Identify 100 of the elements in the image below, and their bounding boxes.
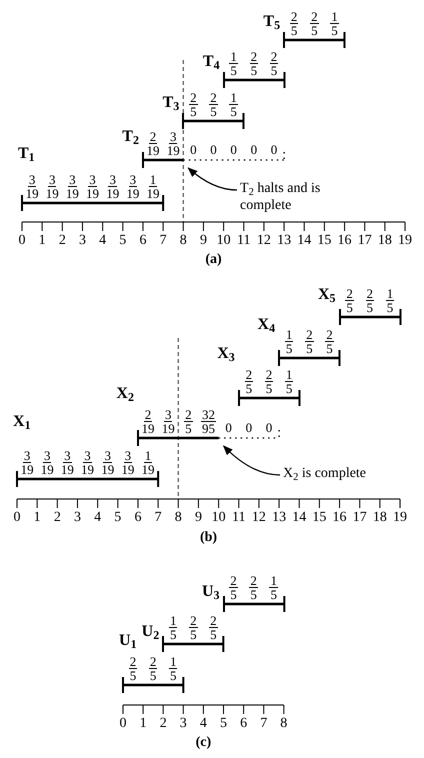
denominator: 19 xyxy=(46,187,59,200)
interval-name: T$_{2}$ xyxy=(121,128,139,146)
denominator: 5 xyxy=(210,628,217,641)
panel-caption: (c) xyxy=(194,735,212,751)
numerator: 2 xyxy=(325,328,334,342)
numerator: 1 xyxy=(269,574,278,588)
tick-label: 4 xyxy=(98,233,108,249)
numerator: 2 xyxy=(366,287,374,301)
denominator: 5 xyxy=(286,342,292,355)
denominator: 19 xyxy=(126,187,140,200)
numerator: 3 xyxy=(103,449,112,463)
denominator: 5 xyxy=(250,588,257,601)
tick-label: 3 xyxy=(72,510,82,526)
numerator: 2 xyxy=(244,368,254,382)
denominator: 19 xyxy=(101,463,114,476)
numerator: 2 xyxy=(310,10,319,24)
tick-label: 17 xyxy=(352,510,368,526)
denominator: 19 xyxy=(26,187,39,200)
numerator: 1 xyxy=(168,655,178,669)
denominator: 5 xyxy=(366,301,374,314)
numerator: 3 xyxy=(128,173,138,187)
interval-name: X$_{3}$ xyxy=(216,345,235,363)
tick-label: 16 xyxy=(332,510,348,526)
numerator: 3 xyxy=(168,130,178,144)
denominator: 5 xyxy=(190,628,197,641)
denominator: 5 xyxy=(210,105,217,118)
denominator: 19 xyxy=(40,463,54,476)
interval-name: U$_{2}$ xyxy=(140,623,160,641)
denominator: 19 xyxy=(146,144,160,157)
numerator: 2 xyxy=(264,368,274,382)
tick-label: 3 xyxy=(78,233,87,249)
denominator: 19 xyxy=(146,187,160,200)
denominator: 5 xyxy=(386,301,394,314)
numerator: 3 xyxy=(28,173,36,187)
numerator: 3 xyxy=(124,449,132,463)
tick-label: 15 xyxy=(316,233,332,249)
denominator: 5 xyxy=(130,669,136,682)
tick-label: 13 xyxy=(271,510,288,526)
denominator: 19 xyxy=(162,422,175,435)
numerator: 3 xyxy=(83,449,92,463)
denominator: 5 xyxy=(185,422,192,435)
denominator: 5 xyxy=(170,628,176,641)
value-label: 0 xyxy=(209,143,218,157)
arrow xyxy=(188,167,238,191)
numerator: 2 xyxy=(270,50,278,64)
tick-label: 2 xyxy=(58,233,67,249)
value-label: 0 xyxy=(224,421,233,435)
denominator: 19 xyxy=(121,463,134,476)
tick-label: 8 xyxy=(279,716,288,732)
tick-label: 4 xyxy=(198,716,208,732)
denominator: 5 xyxy=(306,342,313,355)
numerator: 1 xyxy=(284,368,294,382)
denominator: 19 xyxy=(20,463,34,476)
denominator: 5 xyxy=(266,382,272,395)
numerator: 1 xyxy=(330,10,339,24)
denominator: 5 xyxy=(270,588,277,601)
denominator: 5 xyxy=(230,588,237,601)
numerator: 2 xyxy=(189,91,198,105)
value-label: 0 xyxy=(270,143,278,157)
numerator: 2 xyxy=(148,655,158,669)
denominator: 5 xyxy=(311,24,318,37)
annotation-text: T$_{2}$ halts and is complete xyxy=(240,180,322,214)
tick-label: 0 xyxy=(118,716,128,732)
denominator: 5 xyxy=(270,64,278,77)
denominator: 5 xyxy=(286,382,292,395)
numerator: 1 xyxy=(284,328,294,342)
tick-label: 12 xyxy=(250,510,267,526)
numerator: 2 xyxy=(148,130,158,144)
tick-label: 0 xyxy=(18,233,26,249)
numerator: 1 xyxy=(148,173,158,187)
denominator: 19 xyxy=(142,463,155,476)
tick-label: 17 xyxy=(356,233,373,249)
numerator: 2 xyxy=(209,614,218,628)
tick-label: 18 xyxy=(376,233,393,249)
value-label: 0 xyxy=(189,143,198,157)
numerator: 1 xyxy=(386,287,394,301)
value-label: 0 xyxy=(229,143,238,157)
tick-label: 7 xyxy=(259,716,268,732)
annotation-text: X$_{2}$ is complete xyxy=(283,465,368,482)
interval-name: U$_{3}$ xyxy=(200,583,220,601)
numerator: 2 xyxy=(128,655,138,669)
interval-name: X$_{5}$ xyxy=(316,286,336,304)
interval-name: X$_{2}$ xyxy=(115,385,134,403)
tick-label: 15 xyxy=(311,510,328,526)
numerator: 2 xyxy=(290,10,298,24)
numerator: 3 xyxy=(42,449,52,463)
numerator: 3 xyxy=(164,408,172,422)
numerator: 2 xyxy=(184,408,193,422)
tick-label: 14 xyxy=(291,510,308,526)
interval-name: T$_{5}$ xyxy=(262,13,280,31)
tick-label: 16 xyxy=(336,233,353,249)
tick-label: 7 xyxy=(158,233,168,249)
numerator: 3 xyxy=(63,449,72,463)
numerator: 2 xyxy=(229,574,238,588)
interval-name: U$_{1}$ xyxy=(119,632,137,650)
numerator: 2 xyxy=(209,91,218,105)
arrow xyxy=(222,445,280,476)
interval-name: X$_{4}$ xyxy=(256,316,276,334)
denominator: 5 xyxy=(246,382,252,395)
denominator: 5 xyxy=(326,342,333,355)
